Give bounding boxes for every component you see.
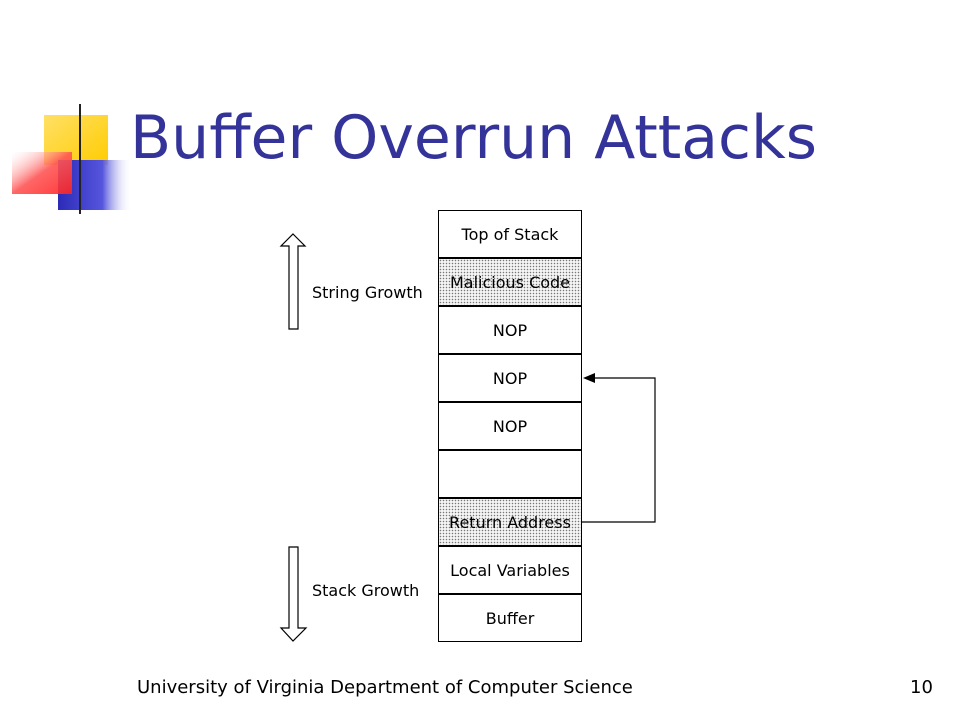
return-pointer-line (582, 377, 656, 523)
string-growth-arrow (279, 233, 307, 330)
stack-growth-arrow (279, 546, 308, 642)
stack-cell: Malicious Code (438, 258, 582, 306)
stack-growth-label: Stack Growth (312, 581, 420, 600)
stack-cell: NOP (438, 306, 582, 354)
page-number: 10 (910, 677, 933, 698)
stack-cell (438, 450, 582, 498)
stack-cell: Local Variables (438, 546, 582, 594)
stack-cell: NOP (438, 402, 582, 450)
stack-cell: Return Address (438, 498, 582, 546)
footer-text: University of Virginia Department of Com… (137, 677, 633, 698)
stack-cell: Top of Stack (438, 210, 582, 258)
stack-cell: NOP (438, 354, 582, 402)
stack-cell: Buffer (438, 594, 582, 642)
string-growth-label: String Growth (312, 283, 423, 302)
slide-title: Buffer Overrun Attacks (130, 103, 818, 173)
return-pointer-arrowhead (583, 373, 595, 383)
